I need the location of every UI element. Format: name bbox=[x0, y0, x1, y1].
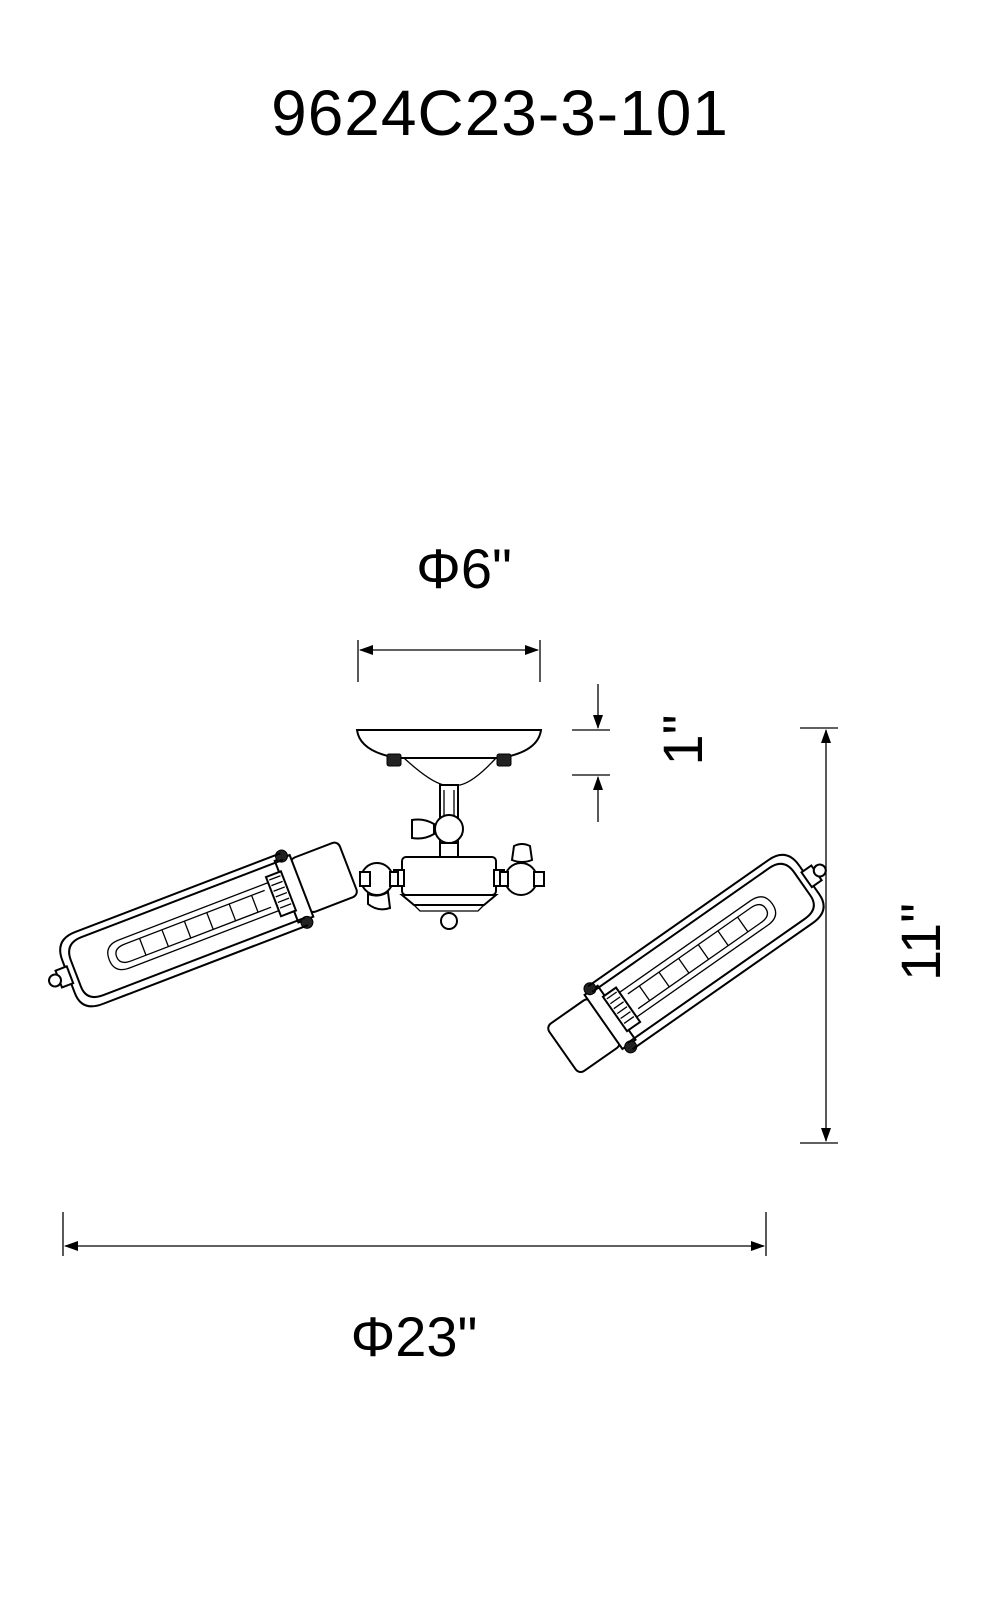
center-hub bbox=[393, 856, 505, 930]
overall-height-dimension: 11" bbox=[800, 727, 952, 1144]
overall-diameter-label: Φ23" bbox=[351, 1305, 478, 1368]
canopy-diameter-dimension: Φ6" bbox=[357, 537, 541, 682]
left-arm bbox=[359, 862, 399, 911]
canopy-height-dimension: 1" bbox=[572, 684, 714, 822]
stem bbox=[411, 784, 464, 858]
canopy-diameter-label: Φ6" bbox=[416, 537, 512, 600]
canopy-height-label: 1" bbox=[651, 714, 714, 765]
right-arm bbox=[499, 843, 545, 896]
overall-diameter-dimension: Φ23" bbox=[62, 1212, 767, 1368]
left-lamp-cage bbox=[48, 841, 358, 1008]
overall-height-label: 11" bbox=[889, 903, 952, 981]
canopy bbox=[355, 729, 543, 786]
right-lamp-cage bbox=[547, 853, 827, 1074]
model-number-title: 9624C23-3-101 bbox=[271, 77, 729, 149]
